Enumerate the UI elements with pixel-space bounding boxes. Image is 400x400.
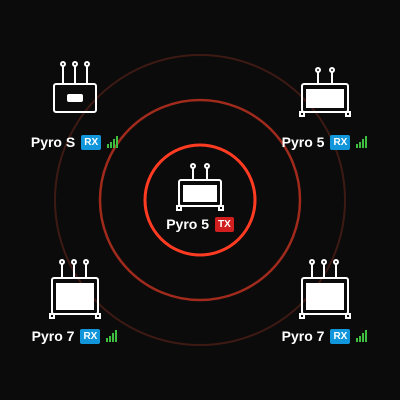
signal-bars-icon	[107, 136, 119, 148]
device-name: Pyro 7	[281, 328, 325, 344]
rx-badge: RX	[330, 328, 351, 344]
device-name: Pyro S	[30, 134, 76, 150]
tx-badge: TX	[215, 216, 234, 232]
device-top-left[interactable]: Pyro S RX	[10, 52, 140, 162]
receiver-3-antenna-icon	[53, 61, 97, 113]
device-name: Pyro 5	[281, 134, 325, 150]
device-bottom-right[interactable]: Pyro 7 RX	[260, 246, 390, 356]
range-ring-middle	[98, 98, 302, 302]
device-top-right[interactable]: Pyro 5 RX	[260, 52, 390, 162]
monitor-4-antenna-icon	[176, 163, 224, 211]
signal-bars-icon	[356, 136, 368, 148]
signal-bars-icon	[356, 330, 368, 342]
device-bottom-left[interactable]: Pyro 7 RX	[10, 246, 140, 356]
signal-bars-icon	[106, 330, 118, 342]
range-ring-outer	[54, 54, 346, 346]
rx-badge: RX	[81, 134, 102, 150]
monitor-4-antenna-icon	[49, 259, 101, 319]
monitor-4-antenna-icon	[299, 67, 351, 117]
device-center-transmitter[interactable]: Pyro 5 TX	[135, 148, 265, 258]
rx-badge: RX	[80, 328, 101, 344]
monitor-4-antenna-icon	[299, 259, 351, 319]
range-ring-inner	[143, 143, 257, 257]
rx-badge: RX	[330, 134, 351, 150]
device-name: Pyro 5	[166, 216, 210, 232]
device-name: Pyro 7	[31, 328, 75, 344]
